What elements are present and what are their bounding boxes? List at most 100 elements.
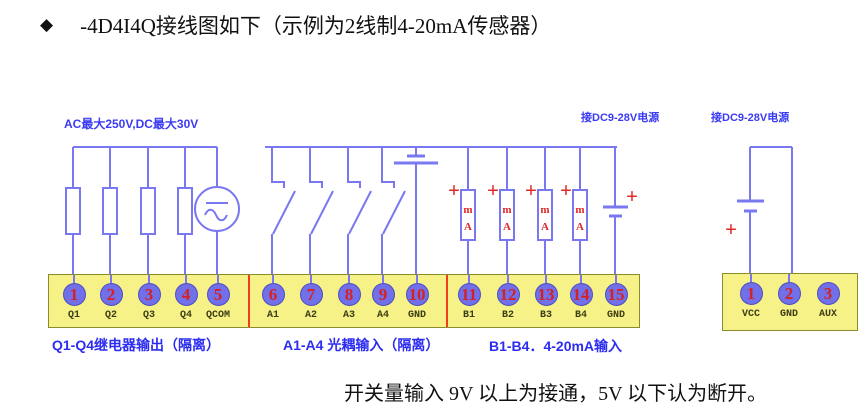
terminal-number: 12: [496, 283, 520, 306]
terminal-gnd-power: 2 GND: [775, 274, 803, 320]
polarity-plus: +: [725, 217, 737, 241]
wire-stub: [272, 275, 274, 283]
polarity-plus: +: [560, 178, 572, 202]
wire-stub: [348, 275, 350, 283]
terminal-number: 1: [739, 282, 763, 305]
wire-stub: [185, 275, 187, 283]
terminal-gnd-di: 10 GND: [403, 275, 431, 321]
terminal-number: 13: [534, 283, 558, 306]
di-power-label: 接DC9-28V电源: [581, 112, 660, 124]
footnote: 开关量输入 9V 以上为接通，5V 以下认为断开。: [344, 383, 768, 405]
analog-input-caption: B1-B4．4-20mA输入: [489, 338, 623, 354]
terminal-number: 2: [777, 282, 801, 305]
ac-source-icon: [194, 186, 240, 232]
terminal-aux: 3 AUX: [814, 274, 842, 320]
terminal-label: Q1: [67, 310, 80, 321]
main-power-label: 接DC9-28V电源: [711, 112, 790, 124]
terminal-q3: 3 Q3: [135, 275, 163, 321]
main-power-circuit: +: [725, 146, 793, 274]
terminal-vcc: 1 VCC: [737, 274, 765, 320]
terminal-a4: 9 A4: [369, 275, 397, 321]
terminal-label: A4: [376, 310, 389, 321]
terminal-number: 1: [62, 283, 86, 306]
terminal-number: 10: [405, 283, 429, 306]
ma-label: m: [540, 204, 549, 216]
wire-stub: [416, 275, 418, 283]
ma-label: m: [575, 204, 584, 216]
terminal-label: GND: [407, 310, 426, 321]
terminal-label: B4: [574, 310, 587, 321]
terminal-number: 8: [337, 283, 361, 306]
battery-icon: [737, 199, 764, 213]
terminal-label: Q3: [142, 310, 155, 321]
terminal-label: GND: [779, 309, 798, 320]
terminal-number: 14: [569, 283, 593, 306]
relay-voltage-label: AC最大250V,DC最大30V: [64, 117, 199, 131]
wire-stub: [110, 275, 112, 283]
wire-stub: [310, 275, 312, 283]
terminal-b4: 14 B4: [567, 275, 595, 321]
section-divider: [446, 275, 448, 327]
page-title: ◆ -4D4I4Q接线图如下（示例为2线制4-20mA传感器）: [40, 10, 551, 40]
terminal-label: QCOM: [205, 310, 230, 321]
polarity-plus: +: [448, 178, 460, 202]
terminal-b3: 13 B3: [532, 275, 560, 321]
terminal-label: Q4: [179, 310, 192, 321]
terminal-qcom: 5 QCOM: [204, 275, 232, 321]
terminal-strip: 1 Q1 2 Q2 3 Q3 4 Q4 5 QCOM 6 A1: [48, 274, 640, 328]
terminal-label: B2: [501, 310, 514, 321]
section-divider: [248, 275, 250, 327]
wire-stub: [73, 275, 75, 283]
digital-input-circuit: [265, 146, 617, 277]
terminal-number: 15: [604, 283, 628, 306]
terminal-a2: 7 A2: [297, 275, 325, 321]
ma-label: m: [463, 204, 472, 216]
terminal-label: GND: [606, 310, 625, 321]
ma-label: A: [541, 221, 549, 233]
terminal-label: B3: [539, 310, 552, 321]
ma-label: A: [503, 221, 511, 233]
terminal-a3: 8 A3: [335, 275, 363, 321]
wire-stub: [507, 275, 509, 283]
wire-stub: [468, 275, 470, 283]
terminal-number: 5: [206, 283, 230, 306]
current-sensor-icon: [460, 189, 588, 241]
analog-input-circuit: + + + + + m A m A m A m A: [448, 147, 638, 277]
switch-icon: [271, 147, 406, 277]
ma-label: A: [576, 221, 584, 233]
battery-icon: [394, 147, 438, 277]
terminal-b2: 12 B2: [494, 275, 522, 321]
battery-icon: [603, 205, 628, 218]
terminal-number: 2: [99, 283, 123, 306]
wire-stub: [615, 275, 617, 283]
terminal-q2: 2 Q2: [97, 275, 125, 321]
terminal-a1: 6 A1: [259, 275, 287, 321]
terminal-label: Q2: [104, 310, 117, 321]
power-terminal-block: 1 VCC 2 GND 3 AUX: [722, 273, 858, 331]
ma-label: m: [502, 204, 511, 216]
terminal-label: A1: [266, 310, 279, 321]
wire-stub: [382, 275, 384, 283]
terminal-number: 6: [261, 283, 285, 306]
terminal-number: 9: [371, 283, 395, 306]
polarity-plus: +: [626, 184, 638, 208]
relay-load-circuit: [65, 146, 240, 277]
wire-stub: [750, 274, 752, 282]
terminal-label: A2: [304, 310, 317, 321]
terminal-q4: 4 Q4: [172, 275, 200, 321]
opto-input-caption: A1-A4 光耦输入（隔离）: [283, 337, 440, 353]
wire-stub: [788, 274, 790, 282]
load-resistor-icon: [65, 187, 193, 235]
wire-stub: [545, 275, 547, 283]
terminal-q1: 1 Q1: [60, 275, 88, 321]
terminal-label: AUX: [818, 309, 837, 320]
page-title-text: -4D4I4Q接线图如下（示例为2线制4-20mA传感器）: [80, 14, 552, 38]
wire-stub: [580, 275, 582, 283]
terminal-number: 7: [299, 283, 323, 306]
polarity-plus: +: [525, 178, 537, 202]
terminal-label: B1: [462, 310, 475, 321]
terminal-number: 11: [457, 283, 481, 306]
terminal-number: 3: [137, 283, 161, 306]
